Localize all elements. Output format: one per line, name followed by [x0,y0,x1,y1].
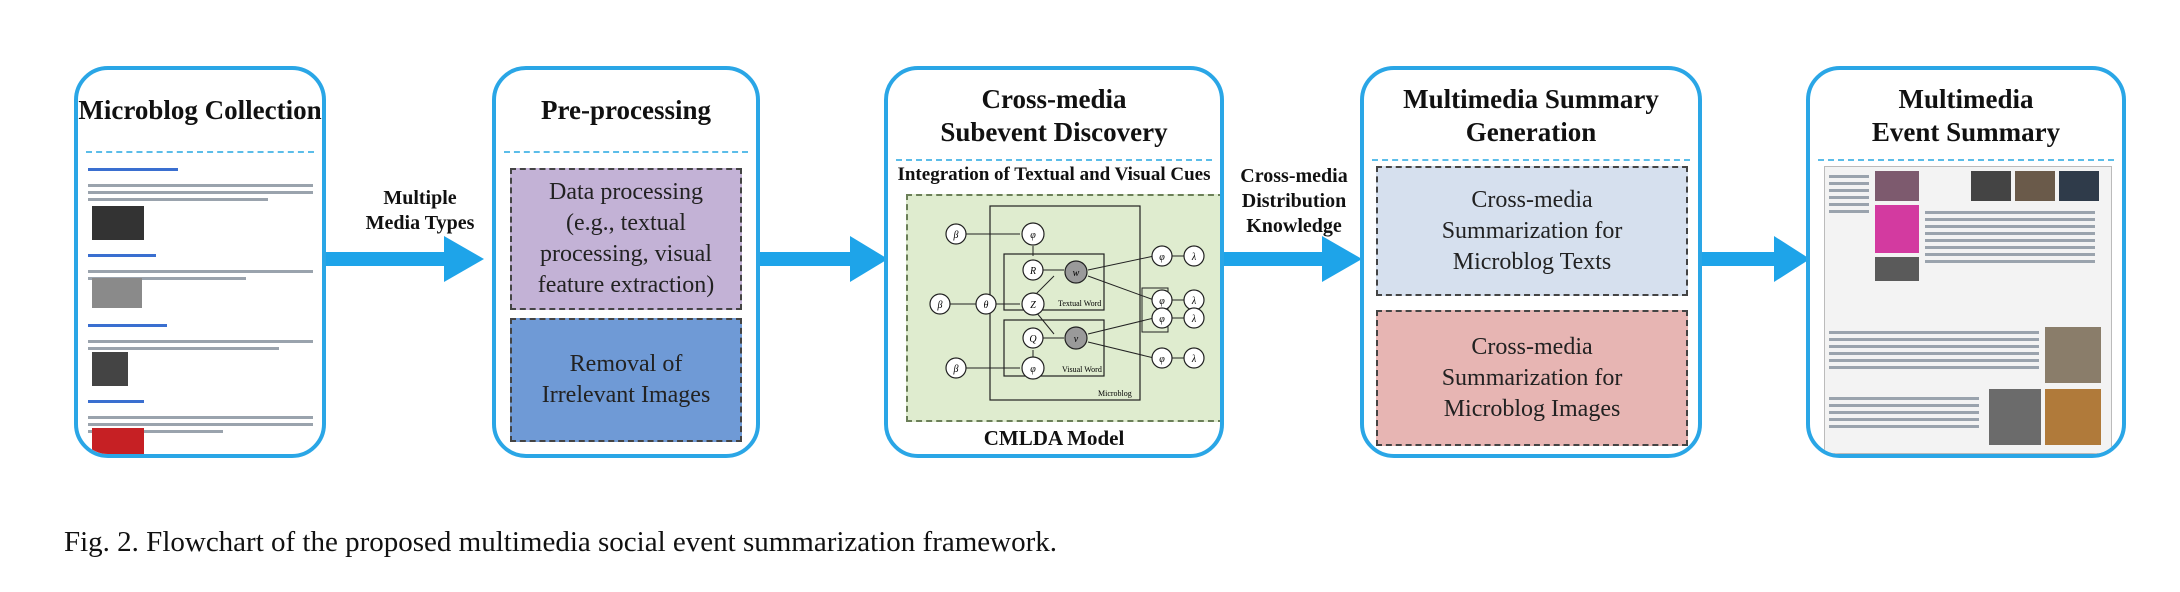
svg-text:φ: φ [1159,354,1165,365]
arrow-1 [326,236,484,282]
plate-textual-label: Textual Word [1058,299,1101,308]
svg-text:φ: φ [1159,296,1165,307]
visual-word-plate [1003,319,1105,377]
title-line-2: Generation [1465,117,1597,147]
panel-divider [896,159,1212,161]
title-line-2: Event Summary [1871,117,2061,147]
panel-divider [504,151,748,153]
preprocessing-panel: Pre-processing Data processing (e.g., te… [492,66,760,458]
text-summarization-box: Cross-media Summarization for Microblog … [1376,166,1688,296]
arrow-3-label: Cross-media Distribution Knowledge [1240,165,1348,237]
figure-caption: Fig. 2. Flowchart of the proposed multim… [64,526,1058,558]
cmlda-model-label: CMLDA Model [983,426,1125,450]
svg-text:λ: λ [1191,252,1197,263]
svg-text:φ: φ [1030,364,1036,375]
plate-visual-label: Visual Word [1062,365,1102,374]
plate-microblog-label: Microblog [1098,389,1132,398]
microblog-collection-panel: Microblog Collection [74,66,326,458]
arrow-3 [1224,236,1362,282]
microblog-posts-image [88,160,313,454]
svg-text:θ: θ [984,300,989,311]
title-line-2: Subevent Discovery [940,117,1168,147]
panel-divider [1818,159,2114,161]
svg-text:λ: λ [1191,296,1197,307]
svg-text:φ: φ [1159,314,1165,325]
panel-divider [1372,159,1690,161]
svg-text:β: β [953,364,959,375]
svg-text:Q: Q [1029,334,1037,345]
data-processing-box: Data processing (e.g., textual processin… [510,168,742,310]
integration-subtitle: Integration of Textual and Visual Cues [897,164,1211,185]
svg-text:Z: Z [1030,300,1036,311]
image-summarization-box: Cross-media Summarization for Microblog … [1376,310,1688,446]
title-line-1: Cross-media [981,84,1127,114]
svg-text:φ: φ [1030,230,1036,241]
title-line-1: Multimedia [1898,84,2034,114]
graphical-model-svg: Textual Word Visual Word Microblog [929,205,1205,401]
svg-text:w: w [1073,268,1080,279]
cmlda-graphical-model: Textual Word Visual Word Microblog [906,194,1220,422]
svg-text:β: β [953,230,959,241]
svg-text:v: v [1074,334,1079,345]
arrow-1-label: Multiple Media Types [365,187,475,234]
preprocessing-title: Pre-processing [541,94,711,125]
arrow-2 [760,236,888,282]
panel-divider [86,151,314,153]
svg-text:β: β [937,300,943,311]
svg-text:λ: λ [1191,314,1197,325]
svg-text:φ: φ [1159,252,1165,263]
arrow-4 [1702,236,1810,282]
svg-text:λ: λ [1191,354,1197,365]
microblog-collection-title: Microblog Collection [78,94,322,125]
removal-irrelevant-images-box: Removal of Irrelevant Images [510,318,742,442]
svg-text:R: R [1029,266,1036,277]
event-summary-collage [1824,166,2112,454]
title-line-1: Multimedia Summary [1403,84,1659,114]
